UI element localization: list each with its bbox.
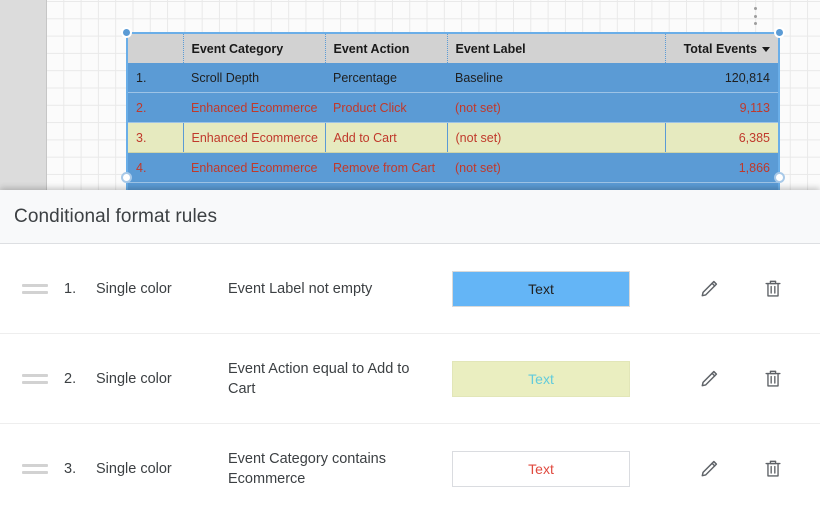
pencil-icon[interactable]	[696, 276, 722, 302]
table-row[interactable]: 5. Enhanced Ecommerce Quickview Click An…	[128, 182, 778, 190]
selection-handle-top-left[interactable]	[121, 27, 132, 38]
cell-event-category: Enhanced Ecommerce	[183, 152, 325, 183]
caret-down-icon	[762, 46, 770, 52]
list-item[interactable]: 3. Single color Event Category contains …	[0, 424, 820, 514]
selection-handle-bottom-left[interactable]	[121, 172, 132, 183]
cell-event-category: Enhanced Ecommerce	[183, 182, 325, 190]
column-header-event-category[interactable]: Event Category	[183, 34, 326, 63]
more-vert-icon[interactable]	[748, 5, 762, 27]
rule-type: Single color	[96, 280, 172, 297]
trash-icon[interactable]	[760, 366, 786, 392]
list-item[interactable]: 1. Single color Event Label not empty Te…	[0, 244, 820, 334]
pencil-icon[interactable]	[696, 366, 722, 392]
page-title: Conditional format rules	[14, 205, 218, 227]
table-row[interactable]: 3. Enhanced Ecommerce Add to Cart (not s…	[128, 122, 778, 153]
cell-index: 4.	[128, 152, 183, 183]
column-header-index[interactable]	[128, 34, 184, 63]
rule-index: 3.	[64, 461, 77, 477]
cell-event-label: Baseline	[447, 63, 665, 93]
cell-event-category: Scroll Depth	[183, 63, 325, 93]
report-table: Event Category Event Action Event Label …	[128, 34, 778, 190]
cell-total-events: 1,866	[665, 152, 778, 183]
column-header-event-label[interactable]: Event Label	[447, 34, 666, 63]
rule-preview-wrap: Text	[452, 270, 630, 307]
rule-preview-label: Text	[528, 461, 554, 477]
rule-preview-wrap: Text	[452, 360, 630, 397]
column-header-event-action[interactable]: Event Action	[325, 34, 448, 63]
cell-event-action: Add to Cart	[325, 122, 448, 153]
table-header-row: Event Category Event Action Event Label …	[128, 34, 778, 63]
cell-event-action: Quickview Click	[325, 182, 447, 190]
cell-event-label: Android Tape Handle Black	[447, 182, 665, 190]
cell-event-action: Percentage	[325, 63, 447, 93]
cell-index: 5.	[128, 182, 183, 190]
cell-event-label: (not set)	[447, 152, 665, 183]
trash-icon[interactable]	[760, 276, 786, 302]
rules-list: 1. Single color Event Label not empty Te…	[0, 244, 820, 514]
table-row[interactable]: 4. Enhanced Ecommerce Remove from Cart (…	[128, 152, 778, 183]
rule-preview-label: Text	[528, 370, 554, 387]
dialog-header: Conditional format rules	[0, 190, 820, 244]
cell-event-label: (not set)	[447, 122, 666, 153]
rule-type: Single color	[96, 461, 172, 477]
rule-actions	[630, 456, 802, 482]
selection-handle-bottom-right[interactable]	[774, 172, 785, 183]
rule-index: 2.	[64, 370, 77, 387]
cell-total-events: 9,113	[665, 92, 778, 123]
drag-handle-icon[interactable]	[22, 283, 48, 294]
rule-actions	[630, 366, 802, 392]
column-header-total-events[interactable]: Total Events	[665, 34, 778, 63]
cell-event-category: Enhanced Ecommerce	[183, 92, 325, 123]
rule-preview-swatch[interactable]: Text	[452, 451, 630, 487]
table-row[interactable]: 1. Scroll Depth Percentage Baseline 120,…	[128, 63, 778, 93]
cell-total-events: 1,220	[665, 182, 778, 190]
rule-preview-swatch[interactable]: Text	[452, 270, 630, 307]
report-canvas: Event Category Event Action Event Label …	[0, 0, 820, 192]
drag-handle-icon[interactable]	[22, 373, 48, 384]
conditional-format-rules-dialog: Conditional format rules 1. Single color…	[0, 190, 820, 524]
column-header-total-events-label: Total Events	[683, 41, 757, 56]
rule-index: 1.	[64, 280, 77, 297]
rule-actions	[630, 276, 802, 302]
rule-condition: Event Label not empty	[228, 280, 373, 297]
cell-event-category: Enhanced Ecommerce	[183, 122, 326, 153]
cell-event-action: Remove from Cart	[325, 152, 447, 183]
cell-index: 3.	[128, 122, 184, 153]
report-table-widget[interactable]: Event Category Event Action Event Label …	[126, 32, 780, 192]
cell-event-label: (not set)	[447, 92, 665, 123]
rule-preview-swatch[interactable]: Text	[452, 360, 630, 397]
rule-preview-wrap: Text	[452, 451, 630, 487]
pencil-icon[interactable]	[696, 456, 722, 482]
rule-type: Single color	[96, 370, 172, 387]
canvas-left-rail	[0, 0, 47, 192]
cell-event-action: Product Click	[325, 92, 447, 123]
rule-preview-label: Text	[528, 280, 554, 297]
cell-total-events: 120,814	[665, 63, 778, 93]
drag-handle-icon[interactable]	[22, 464, 48, 474]
list-item[interactable]: 2. Single color Event Action equal to Ad…	[0, 334, 820, 424]
cell-index: 2.	[128, 92, 183, 123]
table-row[interactable]: 2. Enhanced Ecommerce Product Click (not…	[128, 92, 778, 123]
rule-condition: Event Category contains Ecommerce	[228, 451, 386, 487]
trash-icon[interactable]	[760, 456, 786, 482]
rule-condition: Event Action equal to Add to Cart	[228, 360, 410, 397]
selection-handle-top-right[interactable]	[774, 27, 785, 38]
cell-index: 1.	[128, 63, 183, 93]
cell-total-events: 6,385	[665, 122, 778, 153]
